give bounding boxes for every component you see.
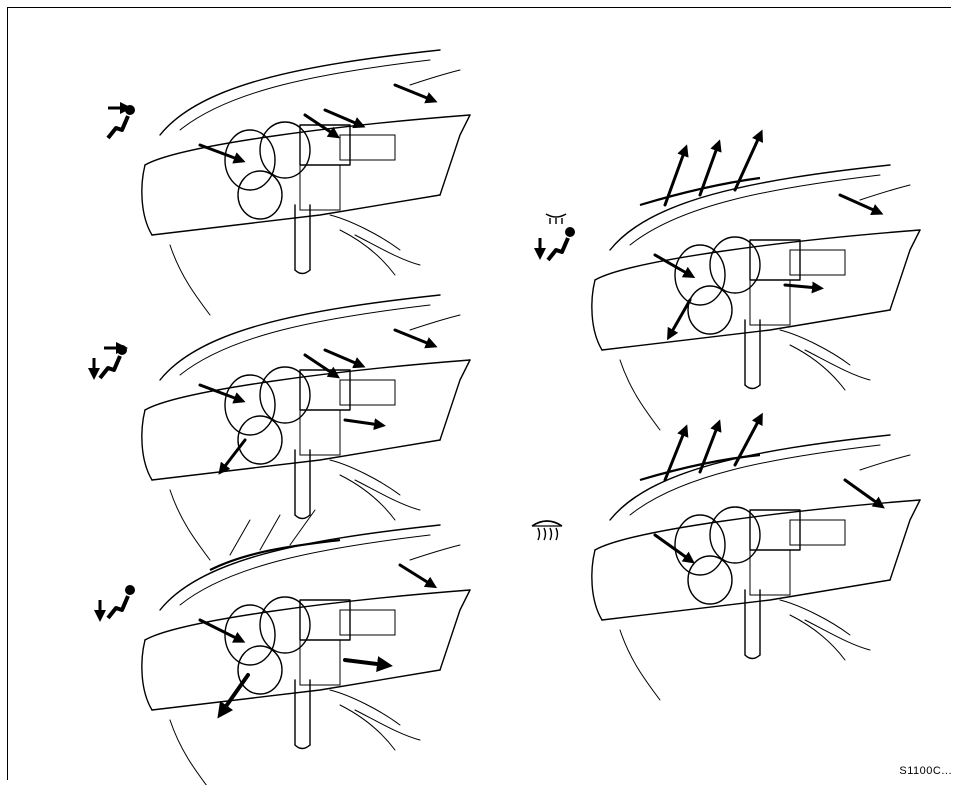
defrost-mode-icon — [532, 521, 562, 540]
panel-bilevel — [94, 295, 470, 560]
panel-vent — [108, 50, 470, 315]
panel-foot — [100, 510, 470, 785]
vent-mode-icon — [108, 105, 135, 138]
figure-code: S1100C... — [899, 765, 952, 777]
panel-foot-defrost — [540, 135, 920, 430]
foot-defrost-mode-icon — [540, 214, 575, 260]
foot-mode-icon — [100, 585, 135, 618]
bilevel-mode-icon — [94, 345, 127, 378]
panel-defrost — [532, 418, 920, 700]
